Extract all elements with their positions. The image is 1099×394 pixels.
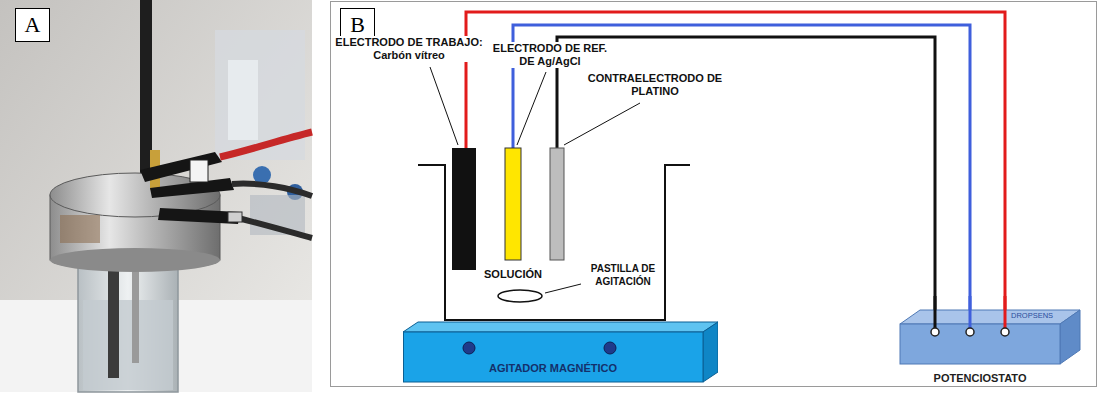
photo [108,268,119,378]
photo [50,248,220,272]
stirrer-front [404,332,704,382]
photo [0,0,312,392]
text-anchor: ELECTRODO DE REF. DE Ag/AgCl [489,42,611,69]
photo [232,184,312,196]
potentiostat-top [900,310,1080,324]
stirrer-shape [403,320,718,386]
photo [132,268,139,363]
photo [190,160,208,182]
photo [0,300,312,392]
device-label: AGITADOR MAGNÉTICO [489,362,617,375]
leader-line [517,72,546,145]
photo [78,255,178,392]
stirrer-knob [463,342,475,354]
stirrer-side [703,322,718,382]
leader-line [564,103,640,145]
potentiostat-box: DROPSENS POTENCIOSTATO [898,306,1083,386]
text-anchor: POTENCIOSTATO [898,368,1062,386]
working-electrode [452,148,476,270]
photo [228,60,258,140]
leader-line [430,67,458,145]
panel-tag: A [15,8,50,42]
part-label: SOLUCIÓN [482,268,544,281]
part-label: PASTILLA DE AGITACIÓN [585,262,661,288]
counter-electrode [550,148,564,260]
panel-frame [331,2,1097,387]
panel-letter: A [25,14,41,36]
text-anchor: ELECTRODO DE TRABAJO: Carbón vítreo [333,36,485,63]
stirrer-top [403,322,718,332]
reference-electrode [505,148,521,260]
leader-line [545,284,581,293]
wire [557,37,935,332]
text-anchor: DROPSENS [1011,311,1053,320]
photo [83,300,173,390]
potentiostat-side [1060,310,1080,364]
text-anchor: CONTRAELECTRODO DE PLATINO [585,72,725,99]
stirrer-knob [604,342,616,354]
brand-label: DROPSENS [1011,311,1053,320]
part-label: ELECTRODO DE TRABAJO: Carbón vítreo [333,36,485,62]
text-anchor: SOLUCIÓN [482,264,552,282]
photo [140,152,222,182]
photo [238,218,312,238]
wire [466,12,1005,332]
photo [0,0,312,392]
panel-letter: B [350,14,365,36]
part-label: CONTRAELECTRODO DE PLATINO [585,72,725,98]
wire [466,12,1005,332]
text-anchor: AGITADOR MAGNÉTICO [403,358,703,376]
magnetic-stirrer: AGITADOR MAGNÉTICO [403,320,718,386]
text-anchor: PASTILLA DE AGITACIÓN [585,262,661,289]
device-label: POTENCIOSTATO [934,372,1027,385]
part-label: ELECTRODO DE REF. DE Ag/AgCl [489,42,611,68]
potentiostat-front [900,324,1060,364]
photo [220,132,312,157]
leader-line [430,67,640,293]
wire [513,25,970,332]
stir-bar [498,290,542,302]
photo [228,212,242,222]
potentiostat-shape [898,306,1083,366]
photo [60,215,100,243]
